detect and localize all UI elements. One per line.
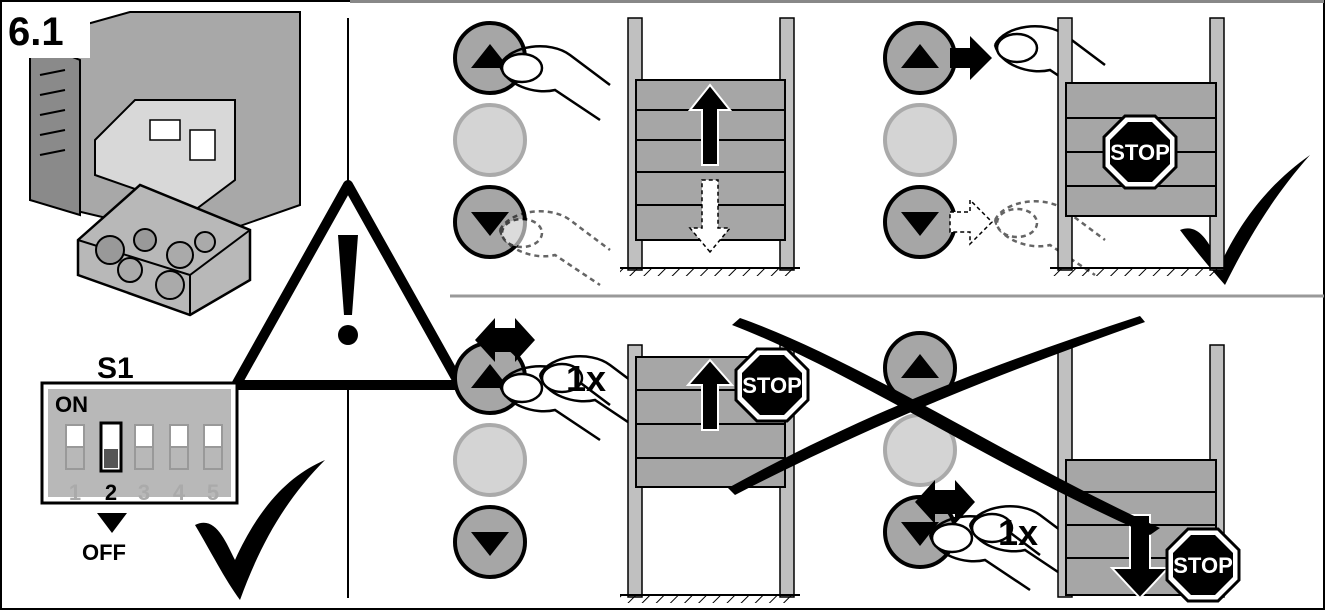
svg-text:STOP: STOP (1110, 140, 1170, 165)
down-button-icon (883, 185, 957, 259)
arrow-up-icon (685, 358, 735, 431)
dip-switch-number: 3 (137, 480, 151, 505)
stop-sign-icon: STOP (1102, 114, 1178, 190)
press-count-label: 1x (566, 358, 607, 399)
stop-button-icon (883, 103, 957, 177)
panel-hold-open (453, 17, 800, 287)
dip-switch-block (40, 381, 239, 533)
arrow-down-icon (1109, 514, 1171, 600)
dip-switch-title: S1 (97, 352, 134, 385)
stop-sign-icon: STOP (734, 347, 810, 423)
arrow-down-icon (688, 179, 732, 254)
dip-on-label: ON (55, 392, 88, 417)
stop-button-icon (453, 103, 527, 177)
dip-switch-number: 4 (172, 480, 186, 505)
svg-text:STOP: STOP (742, 373, 802, 398)
panel-press-once-open: STOP (453, 318, 810, 603)
dip-switch-number: 5 (206, 480, 220, 505)
control-unit-illustration (29, 11, 301, 317)
figure-label: 6.1 (4, 6, 90, 58)
release-arrow-icon (950, 36, 992, 80)
cross-icon (728, 316, 1160, 535)
press-release-arrow-icon (475, 318, 535, 362)
svg-text:STOP: STOP (1173, 553, 1233, 578)
off-arrow-icon (97, 513, 127, 533)
down-button-icon (453, 505, 527, 579)
panel-press-once-close: STOP (883, 331, 1241, 603)
dip-switch-number-active: 2 (104, 480, 118, 505)
up-button-icon (883, 21, 957, 95)
press-count-label: 1x (998, 512, 1039, 553)
stop-sign-icon: STOP (1165, 527, 1241, 603)
warning-triangle-icon (231, 180, 465, 390)
dip-switch-number: 1 (68, 480, 82, 505)
checkmark-icon (195, 460, 325, 600)
panel-release-stop: STOP (883, 17, 1230, 277)
press-release-arrow-icon (915, 480, 975, 524)
arrow-up-icon (687, 83, 733, 166)
stop-button-icon (453, 423, 527, 497)
dip-off-label: OFF (82, 540, 126, 565)
